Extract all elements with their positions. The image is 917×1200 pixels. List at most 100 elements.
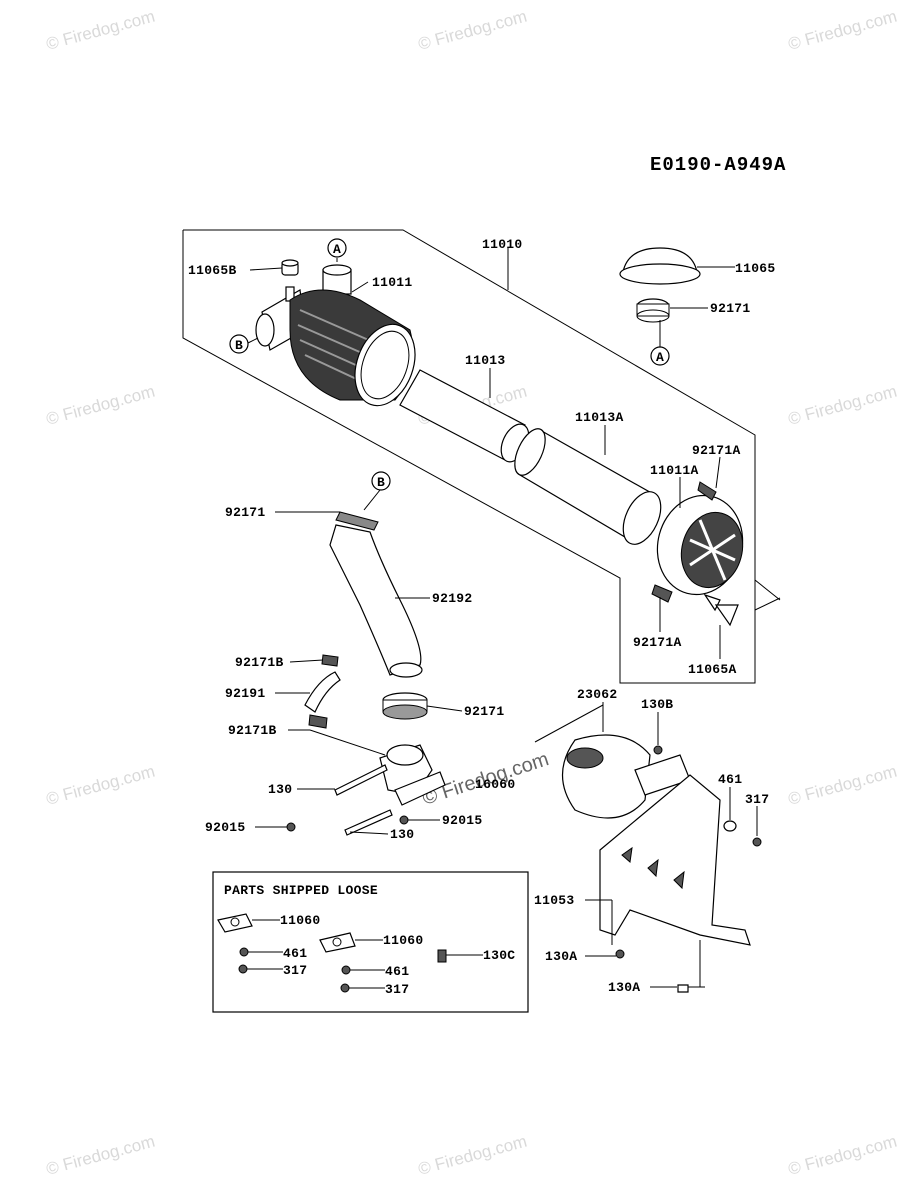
label-130a-2: 130A	[608, 980, 640, 995]
label-11011: 11011	[372, 275, 413, 290]
hose-92191	[304, 671, 341, 713]
watermark: © Firedog.com	[44, 1132, 157, 1179]
elbow-16060	[379, 744, 446, 806]
label-92191: 92191	[225, 686, 266, 701]
nut-317-b	[340, 983, 350, 993]
washer-461-b	[341, 965, 351, 975]
label-92171a-top: 92171A	[692, 443, 741, 458]
bolt-130c	[437, 949, 447, 963]
filter-element-11013a	[514, 428, 662, 545]
ref-mark-b-hose: B	[371, 471, 391, 491]
loose-label: 11060	[280, 913, 321, 928]
bolt-130b	[653, 745, 663, 755]
loose-parts-title: PARTS SHIPPED LOOSE	[224, 883, 378, 898]
washer-461-a	[239, 947, 249, 957]
watermark: © Firedog.com	[786, 1132, 899, 1179]
label-23062: 23062	[577, 687, 618, 702]
svg-text:B: B	[235, 338, 243, 353]
label-92171a-bottom: 92171A	[633, 635, 682, 650]
loose-label: 130C	[483, 948, 515, 963]
label-11013a: 11013A	[575, 410, 624, 425]
watermark: © Firedog.com	[786, 382, 899, 429]
washer-461	[723, 820, 737, 832]
clip-92171b-top	[321, 654, 339, 667]
label-11053: 11053	[534, 893, 575, 908]
nut-317-a	[238, 964, 248, 974]
watermark: © Firedog.com	[44, 7, 157, 54]
label-11065a: 11065A	[688, 662, 737, 677]
label-92171b-top: 92171B	[235, 655, 284, 670]
clip-92171a-bottom	[651, 584, 673, 603]
hose-clamp-92171-upper	[335, 511, 379, 531]
ref-mark-a-top: A	[327, 238, 347, 258]
loose-label: 317	[283, 963, 307, 978]
gasket-11060-b	[319, 932, 356, 953]
bolt-130-upper	[334, 764, 388, 796]
part-labels: 11010 11011 11065B 11065 92171 11013 110…	[188, 237, 776, 995]
clip-92171b-bottom	[308, 714, 328, 729]
nut-92015-right	[399, 815, 409, 825]
label-92171b-bottom: 92171B	[228, 723, 277, 738]
label-11010: 11010	[482, 237, 523, 252]
label-317: 317	[745, 792, 769, 807]
diagram-code: E0190-A949A	[650, 154, 786, 176]
band-23062	[562, 734, 691, 819]
cap-11065b	[281, 259, 299, 276]
label-92171-top: 92171	[710, 301, 751, 316]
label-130-left: 130	[268, 782, 292, 797]
watermark: © Firedog.com	[44, 762, 157, 809]
hose-end	[389, 662, 423, 678]
label-11013: 11013	[465, 353, 506, 368]
label-92192: 92192	[432, 591, 473, 606]
bracket-slot	[621, 846, 633, 863]
label-130-bottom: 130	[390, 827, 414, 842]
nut-92015-left	[286, 822, 296, 832]
loose-label: 461	[283, 946, 307, 961]
label-461: 461	[718, 772, 742, 787]
leader-line	[754, 597, 781, 611]
bracket-11053	[599, 774, 751, 946]
leader-lines	[247, 248, 758, 988]
assembly-outline	[182, 229, 756, 684]
loose-label: 317	[385, 982, 409, 997]
parts-shipped-loose-box: PARTS SHIPPED LOOSE 11060 461 317 11060 …	[212, 871, 529, 1013]
hose-92192	[329, 524, 422, 676]
nut-317	[752, 837, 762, 847]
label-16060: 16060	[475, 777, 516, 792]
label-92015-left: 92015	[205, 820, 246, 835]
label-92171-clamp: 92171	[464, 704, 505, 719]
bracket-slot	[673, 870, 685, 890]
clip-92171a-top	[697, 481, 717, 501]
bolt-130-lower	[344, 809, 393, 836]
label-11065: 11065	[735, 261, 776, 276]
label-92015-right: 92015	[442, 813, 483, 828]
watermark: © Firedog.com	[786, 762, 899, 809]
svg-text:A: A	[333, 242, 341, 257]
label-130a-1: 130A	[545, 949, 577, 964]
air-cleaner-body	[255, 264, 416, 407]
svg-text:A: A	[656, 350, 664, 365]
label-11011a: 11011A	[650, 463, 699, 478]
watermark: © Firedog.com	[416, 7, 529, 54]
watermark: © Firedog.com	[44, 382, 157, 429]
loose-label: 461	[385, 964, 409, 979]
valve-11065a	[714, 604, 739, 627]
label-11065b: 11065B	[188, 263, 237, 278]
leader-line	[754, 579, 781, 601]
label-92171-hose: 92171	[225, 505, 266, 520]
cap-11065	[619, 247, 701, 285]
loose-label: 11060	[383, 933, 424, 948]
bolt-130a-2	[677, 984, 689, 993]
ref-mark-a-right: A	[650, 346, 670, 366]
clamp-92171-top	[636, 298, 670, 323]
watermark: © Firedog.com	[416, 1132, 529, 1179]
bolt-130a-1	[615, 949, 625, 959]
bracket-slot	[647, 858, 659, 878]
ref-mark-b-left: B	[229, 334, 249, 354]
label-130b: 130B	[641, 697, 673, 712]
watermark: © Firedog.com	[786, 7, 899, 54]
clamp-92171-elbow	[382, 692, 428, 720]
svg-text:B: B	[377, 475, 385, 490]
gasket-11060-a	[217, 913, 253, 933]
